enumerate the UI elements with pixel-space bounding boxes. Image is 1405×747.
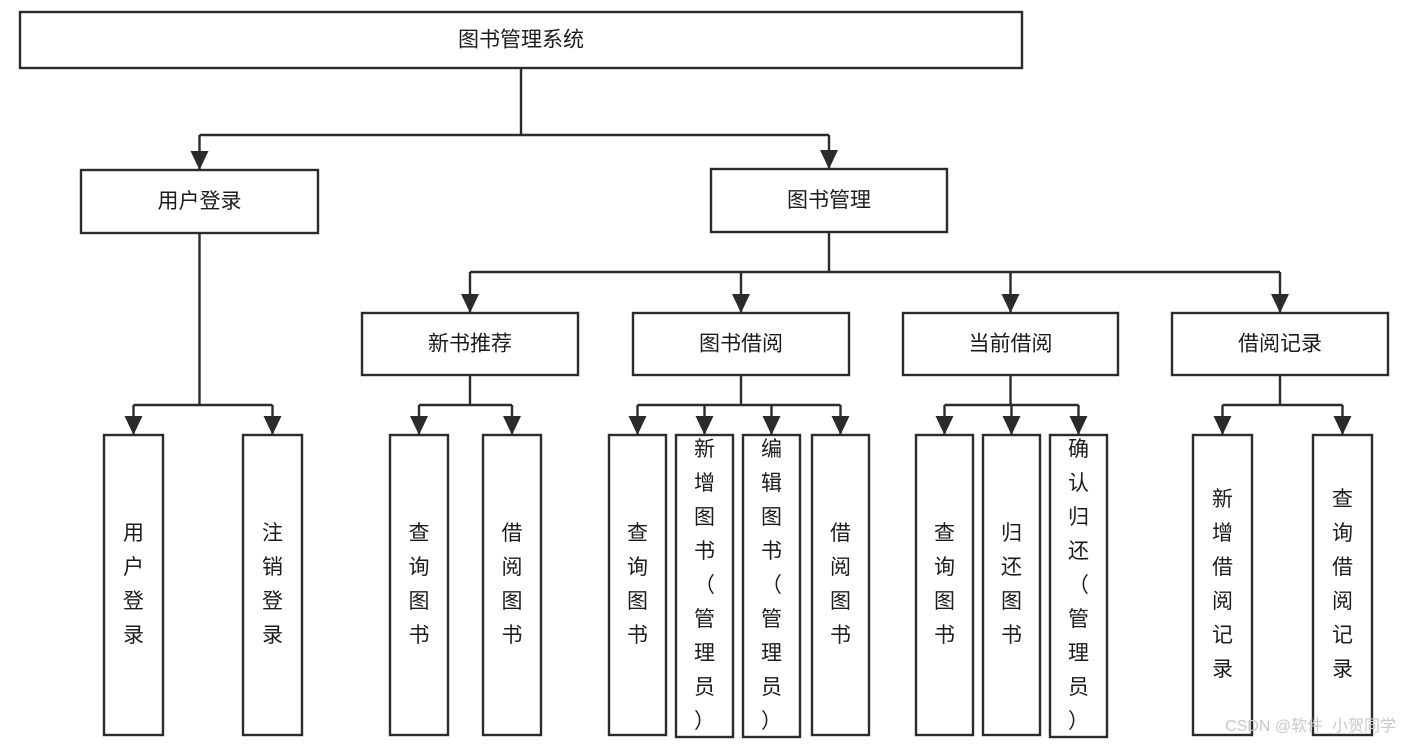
arrow-head-icon: [461, 294, 479, 313]
node-box-leaf-borrow-book-1[interactable]: [481, 433, 543, 737]
node-leaf-add-book[interactable]: 新增图书（管理员）: [674, 433, 735, 739]
connector-layer: [124, 68, 1352, 435]
node-label-borrow-record: 借阅记录: [1238, 333, 1322, 356]
node-box-user-login[interactable]: [79, 168, 320, 235]
node-label-leaf-query-record: 查询借阅记录: [1332, 488, 1353, 681]
node-box-leaf-edit-book[interactable]: [741, 433, 802, 739]
node-current-borrow[interactable]: 当前借阅: [901, 311, 1120, 377]
node-box-leaf-query-book-3[interactable]: [914, 433, 975, 737]
node-leaf-user-login[interactable]: 用户登录: [102, 433, 165, 737]
arrow-head-icon: [935, 416, 954, 435]
node-box-leaf-query-book-2[interactable]: [607, 433, 668, 737]
arrow-head-icon: [124, 416, 143, 435]
arrow-head-icon: [762, 416, 781, 435]
node-label-new-book-recommend: 新书推荐: [428, 333, 512, 356]
node-box-leaf-logout[interactable]: [241, 433, 304, 737]
node-label-leaf-logout: 注销登录: [262, 522, 283, 647]
node-label-leaf-return-book: 归还图书: [1001, 522, 1022, 647]
node-leaf-confirm-return[interactable]: 确认归还（管理员）: [1048, 433, 1109, 739]
arrow-head-icon: [263, 416, 282, 435]
node-box-borrow-record[interactable]: [1170, 311, 1390, 377]
node-box-leaf-user-login[interactable]: [102, 433, 165, 737]
csdn-watermark: CSDN @软件_小贺同学: [1225, 717, 1396, 735]
arrow-head-icon: [1271, 294, 1289, 313]
arrow-head-icon: [1002, 416, 1021, 435]
node-box-leaf-add-book[interactable]: [674, 433, 735, 739]
arrow-head-icon: [1069, 416, 1088, 435]
node-leaf-query-book-3[interactable]: 查询图书: [914, 433, 975, 737]
arrow-head-icon: [695, 416, 714, 435]
node-box-leaf-confirm-return[interactable]: [1048, 433, 1109, 739]
node-leaf-return-book[interactable]: 归还图书: [981, 433, 1042, 737]
arrow-head-icon: [820, 150, 838, 169]
node-label-book-manage: 图书管理: [787, 189, 871, 212]
node-label-leaf-borrow-book-1: 借阅图书: [502, 522, 523, 647]
node-book-borrow[interactable]: 图书借阅: [631, 311, 851, 377]
node-label-leaf-borrow-book-2: 借阅图书: [830, 522, 851, 647]
node-box-leaf-query-book-1[interactable]: [388, 433, 450, 737]
node-label-current-borrow: 当前借阅: [969, 333, 1053, 356]
node-box-leaf-borrow-book-2[interactable]: [810, 433, 871, 737]
node-label-leaf-edit-book: 编辑图书（管理员）: [761, 438, 782, 733]
node-leaf-logout[interactable]: 注销登录: [241, 433, 304, 737]
node-label-leaf-user-login: 用户登录: [123, 522, 144, 647]
node-box-root[interactable]: [18, 10, 1024, 70]
arrow-head-icon: [628, 416, 647, 435]
node-book-manage[interactable]: 图书管理: [709, 167, 949, 234]
node-label-user-login: 用户登录: [158, 190, 242, 213]
node-new-book-recommend[interactable]: 新书推荐: [360, 311, 580, 377]
arrow-head-icon: [1001, 294, 1020, 313]
node-box-leaf-return-book[interactable]: [981, 433, 1042, 737]
arrow-head-icon: [831, 416, 850, 435]
node-leaf-borrow-book-2[interactable]: 借阅图书: [810, 433, 871, 737]
node-box-book-borrow[interactable]: [631, 311, 851, 377]
node-label-leaf-add-record: 新增借阅记录: [1212, 488, 1233, 681]
node-user-login[interactable]: 用户登录: [79, 168, 320, 235]
node-leaf-query-book-2[interactable]: 查询图书: [607, 433, 668, 737]
node-box-leaf-add-record[interactable]: [1191, 433, 1254, 737]
node-borrow-record[interactable]: 借阅记录: [1170, 311, 1390, 377]
node-leaf-query-record[interactable]: 查询借阅记录: [1311, 433, 1374, 737]
node-leaf-add-record[interactable]: 新增借阅记录: [1191, 433, 1254, 737]
node-layer: 图书管理系统用户登录图书管理新书推荐图书借阅当前借阅借阅记录用户登录注销登录查询…: [18, 10, 1390, 739]
node-box-current-borrow[interactable]: [901, 311, 1120, 377]
node-box-new-book-recommend[interactable]: [360, 311, 580, 377]
node-label-leaf-query-book-3: 查询图书: [934, 522, 955, 647]
node-root[interactable]: 图书管理系统: [18, 10, 1024, 70]
arrow-head-icon: [410, 416, 428, 435]
node-label-leaf-query-book-2: 查询图书: [627, 522, 648, 647]
node-label-leaf-query-book-1: 查询图书: [409, 522, 430, 647]
node-leaf-query-book-1[interactable]: 查询图书: [388, 433, 450, 737]
arrow-head-icon: [1333, 416, 1352, 435]
node-box-book-manage[interactable]: [709, 167, 949, 234]
node-label-root: 图书管理系统: [458, 29, 584, 52]
arrow-head-icon: [190, 151, 209, 170]
node-label-leaf-add-book: 新增图书（管理员）: [694, 438, 715, 733]
node-box-leaf-query-record[interactable]: [1311, 433, 1374, 737]
arrow-head-icon: [503, 416, 521, 435]
node-leaf-edit-book[interactable]: 编辑图书（管理员）: [741, 433, 802, 739]
node-leaf-borrow-book-1[interactable]: 借阅图书: [481, 433, 543, 737]
arrow-head-icon: [1213, 416, 1232, 435]
arrow-head-icon: [732, 294, 750, 313]
node-label-book-borrow: 图书借阅: [699, 333, 783, 356]
node-label-leaf-confirm-return: 确认归还（管理员）: [1068, 438, 1089, 733]
